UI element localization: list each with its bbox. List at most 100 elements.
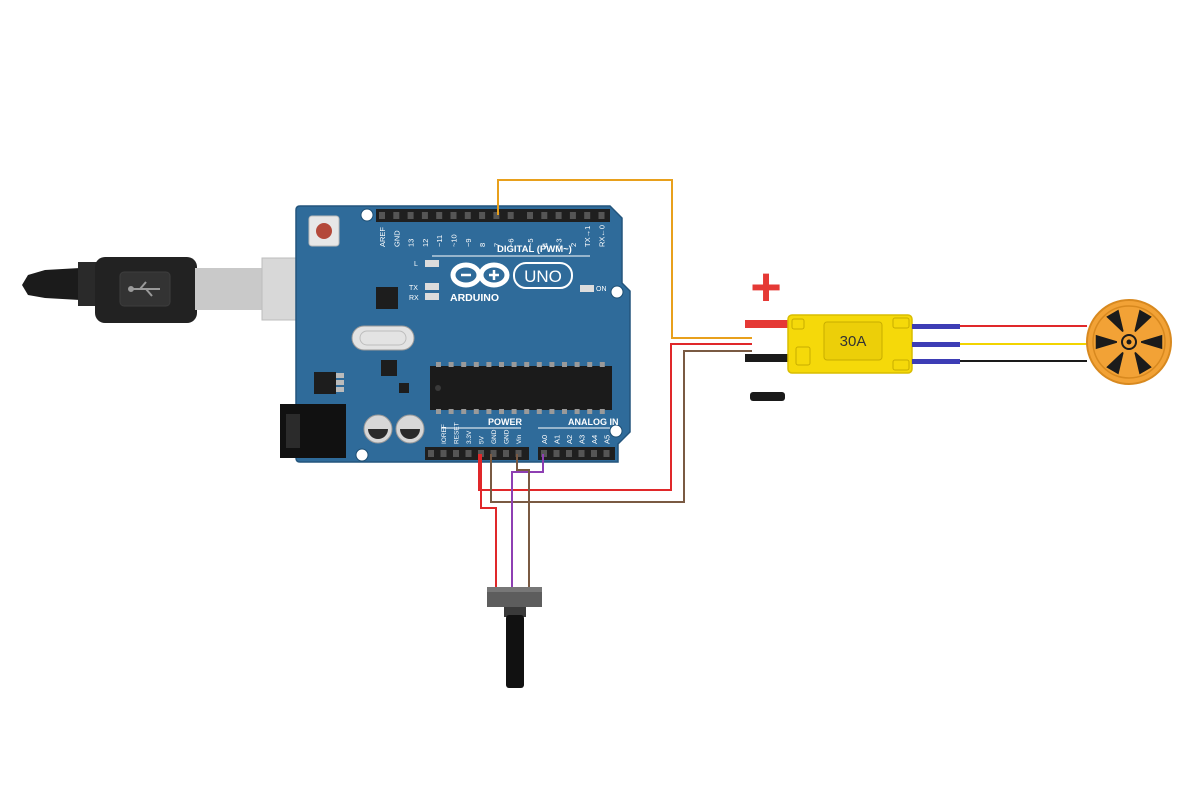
- chip-pin: [587, 409, 593, 414]
- motor-blade: [1140, 334, 1163, 350]
- digital-pin-hole: [436, 212, 443, 219]
- esc-ground-wire: [490, 350, 752, 503]
- analog-pin-hole: [578, 450, 585, 457]
- chip-pin: [436, 362, 441, 367]
- battery-plus-icon: +: [750, 257, 782, 317]
- esc-5v-wire: [478, 343, 752, 491]
- analog-pin-label: A2: [565, 435, 574, 444]
- analog-pin-label: A0: [540, 435, 549, 444]
- wires: [478, 179, 752, 590]
- digital-pin-hole: [479, 212, 486, 219]
- chip-pin: [549, 362, 555, 367]
- power-pin-label: Vin: [516, 434, 523, 444]
- power-pin-label: 5V: [479, 435, 486, 444]
- chip-pin: [549, 409, 555, 414]
- digital-header-label: DIGITAL (PWM~): [497, 244, 572, 255]
- chip-pin: [599, 409, 605, 414]
- analog-pin-hole: [553, 450, 560, 457]
- digital-pin-label: ~10: [450, 234, 459, 247]
- digital-pin-hole: [598, 212, 605, 219]
- led-label-tx: TX: [409, 285, 418, 292]
- brushless-motor-icon: [1086, 299, 1172, 385]
- motor-blade: [1095, 334, 1118, 350]
- reset-button: [308, 215, 340, 247]
- chip-pin: [499, 362, 504, 367]
- digital-pin-hole: [464, 212, 471, 219]
- chip-pin: [499, 409, 504, 414]
- usb-symbol-icon: [128, 281, 160, 297]
- chip-pin: [461, 362, 467, 367]
- analog-pin-label: A5: [603, 435, 612, 444]
- microcontroller-chip: [430, 362, 612, 414]
- chip-pin: [473, 362, 479, 367]
- power-label: POWER: [488, 417, 523, 427]
- digital-pin-label: ~11: [435, 235, 444, 247]
- analog-pin-hole: [566, 450, 572, 457]
- analog-pin-hole: [541, 450, 547, 457]
- led-label-l: L: [414, 261, 418, 268]
- power-pin-hole: [453, 450, 459, 457]
- potentiometer-icon: [487, 587, 542, 688]
- digital-pin-label: TX→1: [583, 226, 592, 247]
- usb-cable-icon: [22, 257, 343, 323]
- digital-pin-hole: [584, 212, 591, 219]
- analog-pin-hole: [591, 450, 597, 457]
- digital-pin-hole: [493, 212, 500, 219]
- power-pin-label: GND: [504, 429, 511, 444]
- digital-pin-label: 12: [421, 239, 430, 247]
- digital-pin-label: 2: [569, 243, 578, 247]
- board-model: UNO: [524, 267, 562, 286]
- led-label-on: ON: [596, 286, 607, 293]
- chip-pin: [486, 409, 492, 414]
- chip-pin: [524, 362, 530, 367]
- status-leds: L TX RX ON: [409, 260, 607, 302]
- chip-pin: [562, 362, 567, 367]
- power-pin-hole: [428, 450, 434, 457]
- digital-pin-hole: [555, 212, 562, 219]
- digital-pin-label: GND: [392, 230, 401, 247]
- power-pin-label: RESET: [454, 422, 461, 444]
- voltage-regulator: [314, 372, 344, 394]
- battery-leads: +: [745, 257, 792, 401]
- digital-pin-hole: [450, 212, 457, 219]
- power-pin-hole: [478, 450, 484, 457]
- pot-wiper-wire: [511, 454, 544, 590]
- capacitors: [363, 414, 425, 444]
- power-pin-hole: [515, 450, 522, 457]
- digital-pin-hole: [507, 212, 514, 219]
- chip-pin: [562, 409, 567, 414]
- analog-pin-label: A4: [590, 435, 599, 444]
- chip-pin: [486, 362, 492, 367]
- chip-pin: [536, 362, 542, 367]
- motor-wires: [912, 324, 1087, 364]
- pot-5v-wire: [480, 454, 497, 590]
- chip-pin: [524, 409, 530, 414]
- analog-pin-label: A1: [553, 435, 562, 444]
- pot-ground-wire: [516, 454, 530, 590]
- analog-header: [538, 447, 615, 460]
- chip-pin: [599, 362, 605, 367]
- digital-pin-label: ~9: [464, 238, 473, 247]
- chip-pin: [536, 409, 542, 414]
- digital-pin-label: AREF: [378, 227, 387, 247]
- analog-in-label: ANALOG IN: [568, 417, 619, 427]
- digital-pin-label: 4: [540, 243, 549, 247]
- motor-blade: [1106, 309, 1124, 332]
- signal-wire: [497, 179, 752, 339]
- dc-power-jack: [280, 404, 346, 458]
- digital-pin-label: ~3: [555, 238, 564, 247]
- digital-pin-hole: [569, 212, 576, 219]
- power-pin-label: IOREF: [441, 424, 448, 444]
- digital-pin-hole: [527, 212, 533, 219]
- board-brand: ARDUINO: [450, 292, 499, 304]
- power-pin-label: 3.3V: [466, 430, 473, 444]
- chip-pin: [574, 409, 580, 414]
- analog-pin-hole: [603, 450, 610, 457]
- analog-pin-label: A3: [578, 435, 587, 444]
- chip-pin: [448, 409, 454, 414]
- esc-rating: 30A: [840, 333, 867, 350]
